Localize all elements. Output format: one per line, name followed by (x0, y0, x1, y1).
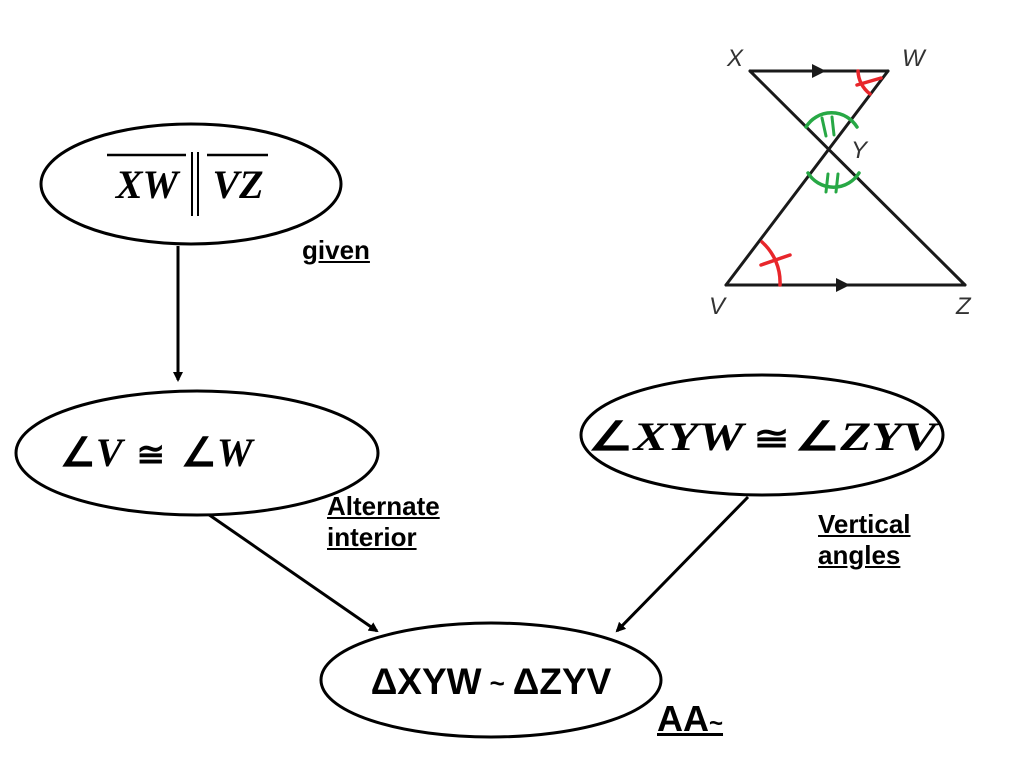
congruent-symbol-2: ≅ (754, 420, 790, 458)
triangle-zyv: ΔZYV (513, 661, 612, 702)
angle-symbol-zyv: ∠ (795, 414, 840, 459)
segment-xw: XW (114, 162, 181, 207)
angle-w: W (217, 430, 255, 475)
vertex-label-w: W (902, 45, 927, 72)
parallel-arrow-bottom-icon (836, 278, 850, 292)
reason-given: given (302, 235, 370, 265)
similar-statement: ΔXYW ~ ΔZYV (371, 661, 612, 702)
angle-symbol-w: ∠ (181, 430, 217, 475)
alt-angles-statement: ∠V≅∠W (60, 430, 255, 475)
angle-arc-y-top-icon (804, 111, 859, 129)
angle-tick-w-icon (855, 76, 883, 87)
angle-tick-y-bottom-2-icon (834, 172, 840, 194)
angle-arc-y-bottom-icon (806, 171, 861, 189)
reason-vertical-angles: Vertical angles (818, 509, 911, 570)
parallel-arrow-top-icon (812, 64, 826, 78)
angle-tick-y-bottom-1-icon (824, 172, 830, 194)
vertex-label-x: X (726, 45, 744, 72)
reason-alt-line-2: interior (327, 521, 417, 552)
angle-tick-y-top-1-icon (820, 116, 828, 138)
angle-symbol-xyw: ∠ (588, 414, 633, 459)
reason-vertical-line-1: Vertical (818, 509, 911, 539)
vertex-label-v: V (709, 293, 727, 320)
angle-symbol-v: ∠ (60, 430, 96, 475)
segment-wv-line (724, 69, 890, 287)
angle-v: V (96, 430, 126, 475)
reason-aa-similarity: AA~ (657, 698, 723, 740)
triangle-xyw: ΔXYW (371, 661, 482, 702)
reason-vertical-line-2: angles (818, 539, 901, 570)
angle-tick-y-top-2-icon (830, 115, 836, 137)
segment-xz-line (748, 69, 967, 287)
angle-xyw: XYW (631, 414, 747, 459)
angle-tick-v-icon (759, 253, 792, 267)
triangle-figure: X W Y V Z (709, 45, 972, 320)
arrow-vertical-to-similar (615, 495, 750, 633)
conclusion-similar-ellipse (319, 621, 663, 739)
statement-vertical-angles-ellipse (579, 373, 945, 497)
segment-vz: VZ (212, 162, 263, 207)
congruent-symbol: ≅ (137, 436, 166, 474)
angle-zyv: ZYV (839, 414, 940, 459)
vertical-angles-statement: ∠XYW≅∠ZYV (588, 414, 940, 459)
statement-alt-angles-ellipse (14, 389, 380, 517)
reason-alternate-interior: Alternate interior (327, 491, 440, 552)
reason-alt-line-1: Alternate (327, 491, 440, 521)
reason-aa-symbol: ~ (709, 710, 724, 737)
vertex-label-y: Y (851, 137, 869, 164)
vertex-label-z: Z (955, 293, 972, 320)
reason-aa-text: AA (657, 698, 709, 739)
similar-symbol: ~ (490, 668, 505, 698)
arrow-alt-to-similar (204, 510, 379, 633)
